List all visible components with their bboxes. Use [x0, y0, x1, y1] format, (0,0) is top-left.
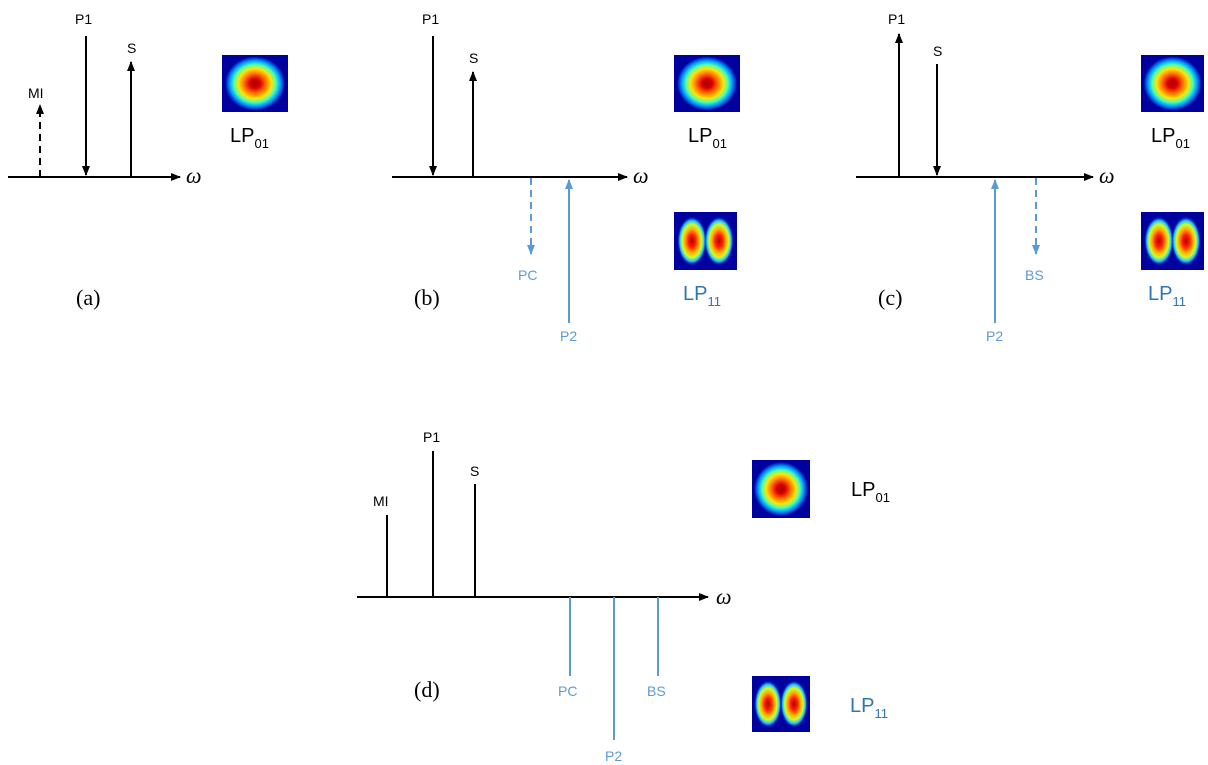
panel-c: ω P1 S P2 BS LP01 LP11 (c) [856, 11, 1204, 344]
lp11-mode-image [1141, 212, 1204, 270]
omega-label: ω [633, 163, 649, 188]
lp11-label: LP11 [1148, 283, 1186, 309]
s-label: S [127, 40, 136, 56]
s-label: S [470, 463, 479, 479]
panel-label: (d) [414, 677, 440, 702]
lp01-label: LP01 [851, 479, 890, 505]
bs-label: BS [1025, 267, 1044, 283]
s-label: S [469, 50, 478, 66]
lp01-mode-image [674, 55, 740, 112]
bs-label: BS [647, 683, 666, 699]
panel-label: (b) [414, 285, 440, 310]
omega-label: ω [1099, 163, 1115, 188]
lp01-label: LP01 [1151, 125, 1190, 151]
lp01-label: LP01 [230, 125, 269, 151]
lp11-label: LP11 [683, 283, 721, 309]
panel-a: ω MI P1 S LP01 (a) [8, 11, 288, 310]
mi-label: MI [373, 493, 389, 509]
lp01-mode-image [752, 460, 810, 518]
lp01-label: LP01 [688, 125, 727, 151]
lp01-mode-image [1141, 55, 1204, 112]
s-label: S [933, 43, 942, 59]
lp01-mode-image [222, 55, 288, 112]
p1-label: P1 [422, 11, 439, 27]
panel-b: ω P1 S PC P2 LP01 LP11 (b) [392, 11, 740, 344]
lp11-mode-image [674, 212, 737, 270]
omega-label: ω [716, 584, 732, 609]
p2-label: P2 [560, 328, 577, 344]
p1-label: P1 [75, 11, 92, 27]
panel-label: (a) [76, 285, 100, 310]
p2-label: P2 [605, 748, 622, 764]
p1-label: P1 [888, 11, 905, 27]
pc-label: PC [558, 683, 577, 699]
p1-label: P1 [423, 429, 440, 445]
panel-label: (c) [878, 285, 902, 310]
omega-label: ω [186, 163, 202, 188]
pc-label: PC [518, 267, 537, 283]
p2-label: P2 [986, 328, 1003, 344]
mi-label: MI [28, 85, 44, 101]
panel-d: ω MI P1 S PC P2 BS LP01 LP11 (d) [357, 429, 890, 764]
lp11-mode-image [752, 676, 810, 732]
lp11-label: LP11 [850, 695, 888, 721]
